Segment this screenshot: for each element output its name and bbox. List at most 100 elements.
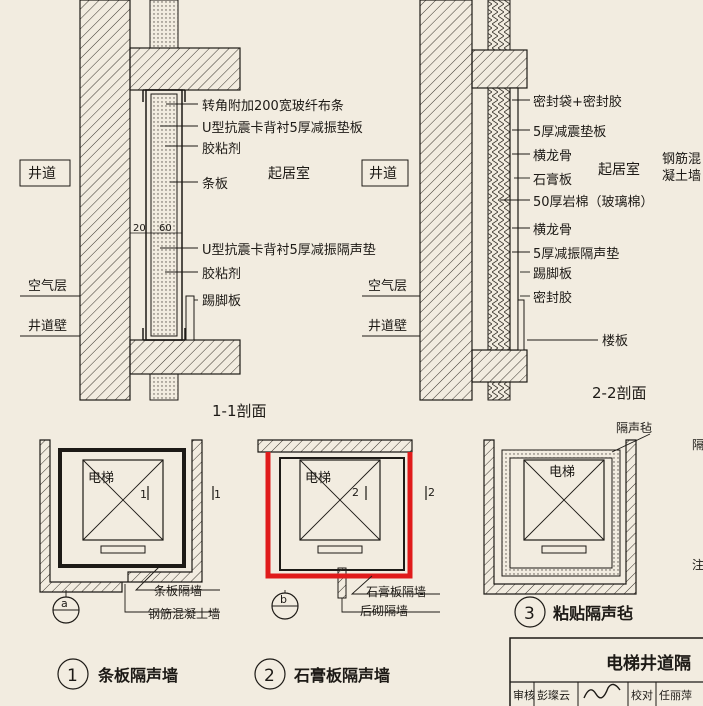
caption-1-circle (57, 658, 89, 690)
label-air-layer-2: 空气层 (368, 278, 407, 294)
caption-2-text: 石膏板隔声墙 (293, 666, 390, 685)
caption-1-num: 1 (67, 666, 78, 686)
label-sealant: 密封胶 (533, 290, 572, 306)
elevator-label-2: 电梯 (305, 471, 331, 486)
caption-1-text: 条板隔声墙 (97, 666, 178, 685)
leaders-2-2 (500, 99, 598, 341)
u-clamp-bottom (142, 328, 186, 341)
label-air-layer: 空气层 (28, 278, 67, 294)
edge-text: 隔 (692, 438, 703, 452)
callout-acoustic-felt: 隔声毡 (616, 421, 652, 435)
dim-60: 60 (159, 223, 172, 234)
detail-bubble-b-text: b (280, 593, 287, 606)
rockwool (487, 87, 511, 351)
section-title-2-2: 2-2剖面 (592, 384, 647, 402)
label-corner-fiber: 转角附加200宽玻纤布条 (202, 98, 344, 114)
back-masonry-wall (337, 567, 347, 599)
cut-mark-1a: 1 (140, 488, 147, 501)
highlight-outline (265, 452, 413, 579)
rc-wall-outline-1 (39, 439, 203, 593)
signature (583, 683, 621, 699)
dim-20: 20 (133, 223, 146, 234)
shaft-box (19, 159, 71, 187)
shaft-box-2 (361, 159, 409, 187)
plan-1: 电梯 1 1 条板隔墙 钢筋混凝土墙 a (39, 439, 221, 624)
floor-slab-upper (129, 47, 241, 91)
label-shaft-wall: 井道壁 (28, 319, 67, 334)
plan-3: 电梯 隔声毡 隔 (483, 421, 703, 595)
u-clamp-top (142, 89, 186, 102)
skirting-2 (517, 299, 525, 351)
section-title-1-1: 1-1剖面 (212, 402, 267, 420)
skirting (185, 295, 195, 341)
cut-mark-2a: 2 (352, 486, 359, 499)
label-rc-wall-2: 凝土墙 (662, 168, 701, 184)
label-damping-2: 5厚减振隔声垫 (533, 246, 619, 262)
strip-board-core (150, 93, 178, 337)
label-shaft-wall-2: 井道壁 (368, 319, 407, 334)
label-rc-wall: 钢筋混 (662, 151, 701, 167)
caption-3-circle (514, 596, 546, 628)
rockwool-below (487, 381, 511, 401)
caption-2-circle (254, 658, 286, 690)
check-label: 校对 (631, 688, 653, 702)
label-skirting: 踢脚板 (202, 293, 241, 309)
label-shaft: 井道 (28, 166, 56, 182)
elevator-label-1: 电梯 (88, 471, 114, 486)
shaft-wall-hatch-2 (419, 0, 473, 401)
note-label: 注 (692, 557, 703, 572)
captions: 1 条板隔声墙 2 石膏板隔声墙 3 粘贴隔声毡 (57, 596, 633, 690)
cut-mark-2b: 2 (428, 486, 435, 499)
label-keel-2: 横龙骨 (533, 223, 572, 238)
label-adhesive-2: 胶粘剂 (202, 266, 241, 282)
label-floor-slab: 楼板 (602, 334, 628, 349)
cut-mark-1b: 1 (214, 488, 221, 501)
rc-wall-outline-3 (483, 439, 637, 595)
elevator-door-3 (541, 545, 587, 554)
shaft-wall-hatch (79, 0, 131, 401)
label-sealing: 密封袋+密封胶 (533, 94, 622, 110)
label-keel: 横龙骨 (533, 149, 572, 164)
elevator-door-1 (100, 545, 146, 554)
label-living-room-2: 起居室 (598, 161, 640, 178)
plan-2: 电梯 2 2 石膏板隔墙 后砌隔墙 b (257, 439, 440, 620)
elevator-door-2 (317, 545, 363, 554)
floor-slab-lower-2 (471, 349, 528, 383)
strip-board-above (149, 0, 179, 49)
checker-name: 任丽萍 (659, 689, 692, 702)
callout-gypsum-partition: 石膏板隔墙 (366, 584, 426, 599)
floor-slab-lower (129, 339, 241, 375)
title-block: 电梯井道隔 审核 彭璨云 校对 任丽萍 注 (509, 557, 703, 706)
label-rockwool: 50厚岩棉（玻璃棉） (533, 195, 654, 210)
strip-board-below (149, 373, 179, 401)
caption-3-text: 粘贴隔声毡 (553, 604, 633, 623)
label-shaft-2: 井道 (369, 166, 397, 182)
leaders-1-1 (160, 103, 198, 301)
label-u-backing: U型抗震卡背衬5厚减振垫板 (202, 120, 363, 136)
callout-back-masonry: 后砌隔墙 (360, 604, 408, 618)
caption-3-num: 3 (524, 604, 535, 624)
section-1-1: 20 60 转角附加200宽玻纤布条 U型抗震卡背衬5厚减振垫板 胶粘剂 条板 … (19, 0, 376, 420)
label-skirting-2: 踢脚板 (533, 266, 572, 282)
caption-2-num: 2 (264, 666, 275, 686)
detail-bubble-a-text: a (61, 597, 68, 610)
label-strip-board: 条板 (202, 176, 228, 192)
strip-partition-1 (58, 448, 186, 568)
label-u-backing-2: U型抗震卡背衬5厚减振隔声垫 (202, 242, 376, 258)
section-2-2: 密封袋+密封胶 5厚减震垫板 横龙骨 石膏板 50厚岩棉（玻璃棉） 起居室 井道… (361, 0, 701, 402)
gypsum-board (509, 87, 519, 351)
label-gypsum: 石膏板 (533, 172, 572, 188)
callout-strip-partition: 条板隔墙 (154, 584, 202, 598)
reviewer-name: 彭璨云 (537, 688, 570, 702)
label-adhesive: 胶粘剂 (202, 141, 241, 157)
elevator-label-3: 电梯 (549, 465, 575, 480)
rc-wall-top-2 (257, 439, 413, 453)
label-living-room: 起居室 (268, 165, 310, 182)
title-block-title: 电梯井道隔 (606, 653, 691, 674)
review-label: 审核 (513, 688, 535, 702)
floor-slab-upper-2 (471, 49, 528, 89)
rockwool-above (487, 0, 511, 51)
callout-rc-wall: 钢筋混凝土墙 (148, 606, 220, 621)
label-damping: 5厚减震垫板 (533, 124, 606, 140)
